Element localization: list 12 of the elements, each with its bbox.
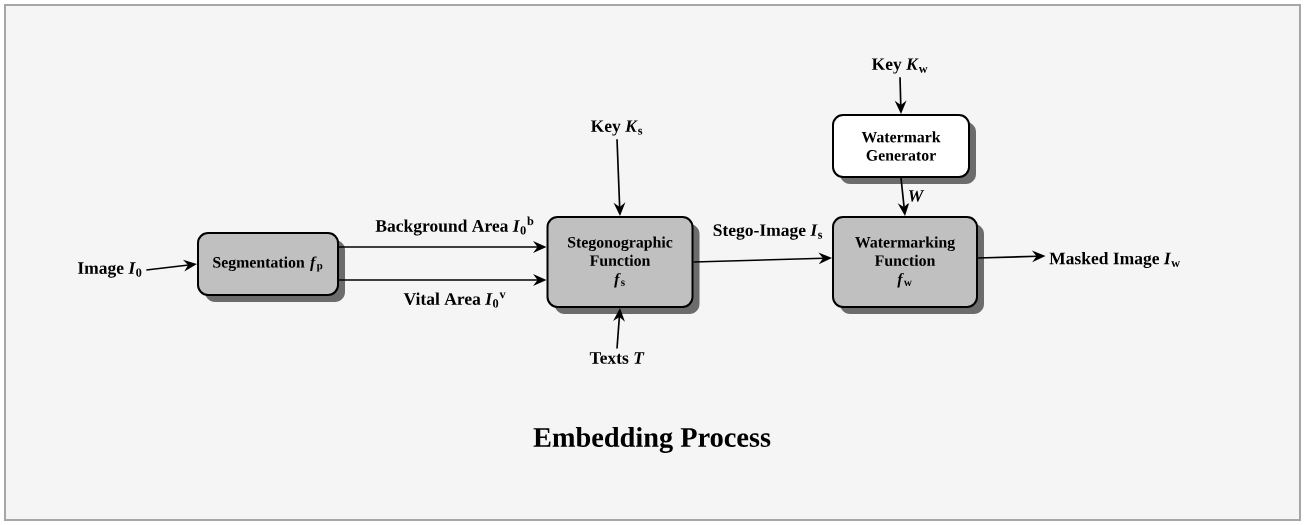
input-label: Key K$_{s}$ <box>590 120 643 136</box>
caption: Embedding Process <box>533 427 771 453</box>
output-label: Masked Image I$_{w}$ <box>1049 252 1180 268</box>
input-label: Key K$_{w}$ <box>871 58 928 74</box>
process-box: Watermarking Function f$_{w}$ <box>832 216 984 314</box>
generator-box: Watermark Generator <box>832 114 976 184</box>
input-label: Texts T <box>589 352 645 364</box>
process-box: Segmentation f$_{p}$ <box>197 232 345 302</box>
process-box: Stegonographic Function f$_{s}$ <box>546 216 700 314</box>
input-label: Image I$_{0}$ <box>77 262 142 278</box>
edge-label: W <box>906 188 926 204</box>
edge-label: Background Area I$_{0}$b <box>373 214 537 238</box>
